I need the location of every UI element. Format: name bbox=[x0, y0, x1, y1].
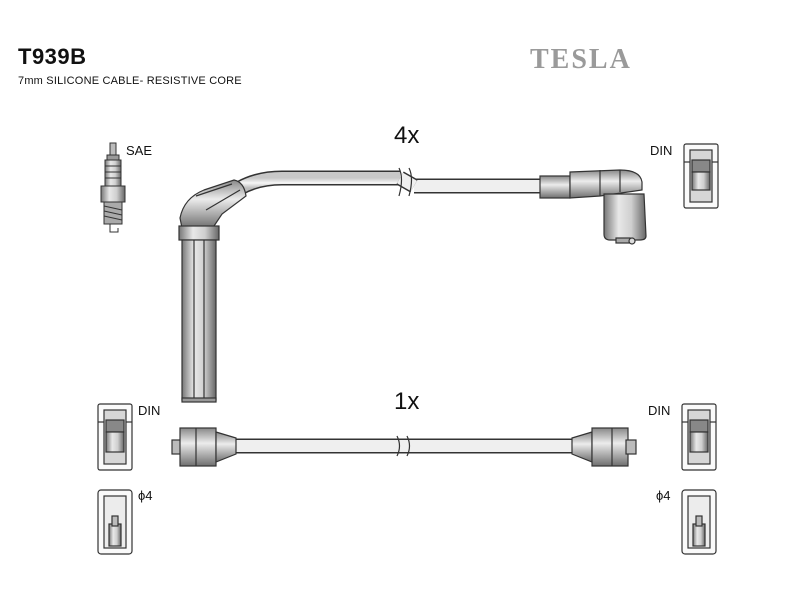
din-terminal-icon bbox=[683, 143, 719, 209]
din-terminal-icon bbox=[681, 403, 717, 471]
right-angle-boot bbox=[539, 169, 647, 245]
sae-label: SAE bbox=[126, 143, 153, 158]
din-label-top-right: DIN bbox=[650, 143, 673, 158]
top-set-quantity: 4x bbox=[394, 122, 420, 149]
pin-terminal-icon bbox=[97, 489, 133, 555]
din-label-bottom-right: DIN bbox=[648, 403, 671, 418]
phi4-label-bottom-right: ϕ4 bbox=[656, 488, 671, 503]
cable-description: 7mm SILICONE CABLE- RESISTIVE CORE bbox=[18, 75, 242, 87]
spark-plug-sae-icon bbox=[100, 142, 126, 233]
angled-plug-boot bbox=[178, 179, 247, 403]
cable-4x bbox=[178, 167, 647, 403]
straight-boot-right bbox=[571, 427, 637, 467]
bottom-set-quantity: 1x bbox=[394, 388, 420, 415]
pin-terminal-icon bbox=[681, 489, 717, 555]
straight-boot-left bbox=[171, 427, 237, 467]
din-terminal-icon bbox=[97, 403, 133, 471]
din-label-bottom-left: DIN bbox=[138, 403, 161, 418]
phi4-label-bottom-left: ϕ4 bbox=[138, 488, 153, 503]
part-number: T939B bbox=[18, 44, 87, 69]
brand-logo: TESLA bbox=[530, 44, 632, 75]
cable-1x bbox=[171, 427, 637, 467]
